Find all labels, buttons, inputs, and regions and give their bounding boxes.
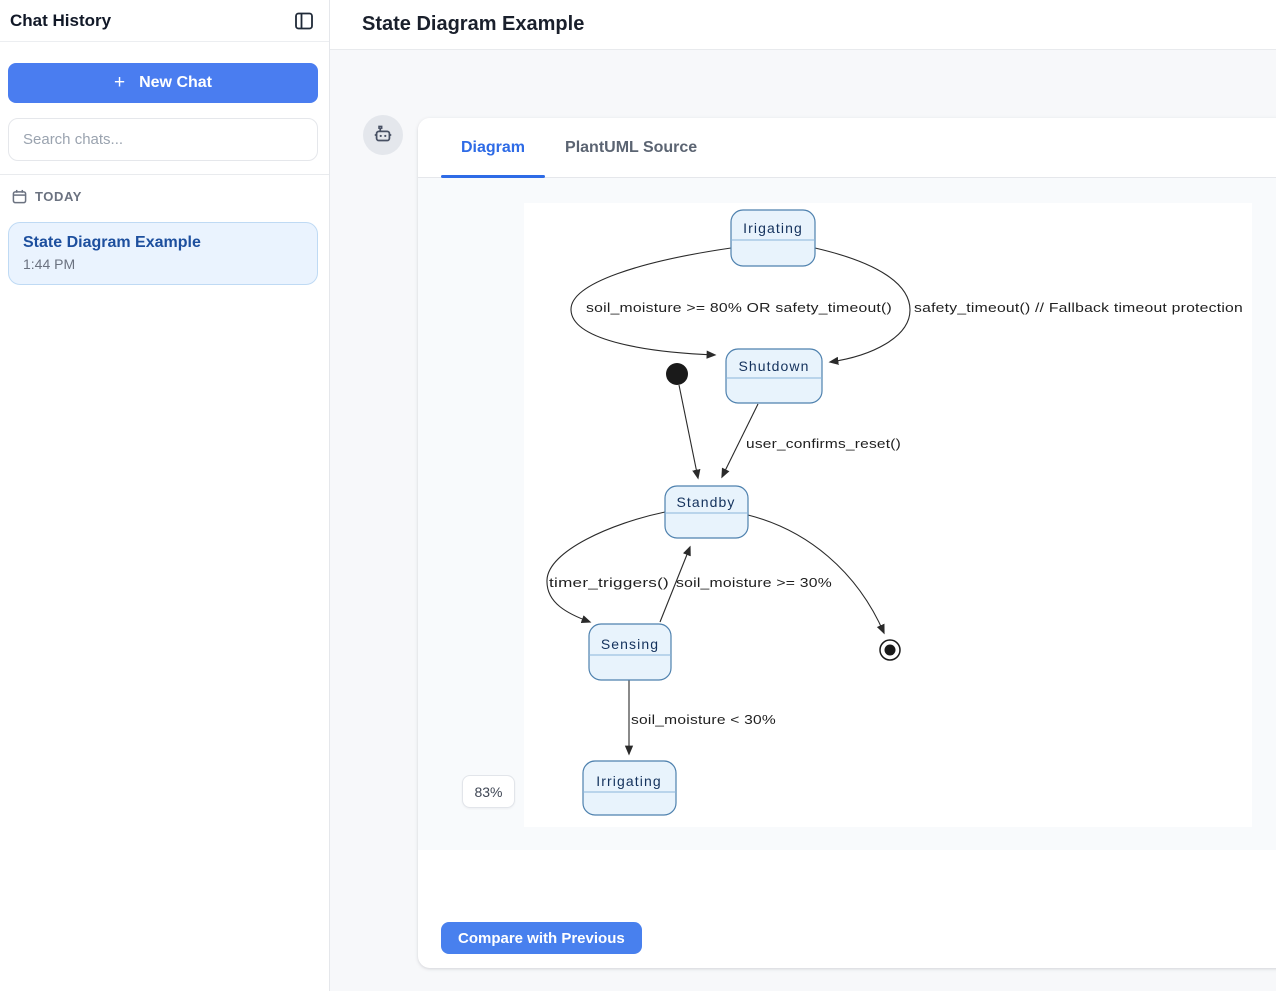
- diagram-message-card: Diagram PlantUML Source: [418, 118, 1276, 968]
- new-chat-button[interactable]: + New Chat: [8, 63, 318, 103]
- edge-label-timer-triggers: timer_triggers(): [549, 575, 669, 590]
- sidebar-header: Chat History: [0, 0, 329, 42]
- page-title: State Diagram Example: [362, 13, 584, 36]
- search-input[interactable]: [8, 118, 318, 161]
- state-diagram-canvas[interactable]: Irigating Shutdown: [524, 203, 1252, 827]
- state-shutdown: Shutdown: [726, 349, 822, 403]
- edge-label-moisture-ge30: soil_moisture >= 30%: [676, 575, 832, 590]
- edge-label-safety-timeout: safety_timeout() // Fallback timeout pro…: [914, 300, 1243, 315]
- tab-bar: Diagram PlantUML Source: [418, 118, 1276, 178]
- sidebar-divider: [0, 174, 329, 175]
- assistant-avatar: [363, 115, 403, 155]
- chat-list-item[interactable]: State Diagram Example 1:44 PM: [8, 222, 318, 285]
- plus-icon: +: [114, 72, 125, 94]
- state-label: Shutdown: [738, 358, 809, 374]
- chat-content-area: Diagram PlantUML Source: [330, 50, 1276, 991]
- today-section-header: TODAY: [12, 189, 329, 204]
- chat-item-title: State Diagram Example: [23, 234, 303, 252]
- state-sensing: Sensing: [589, 624, 671, 680]
- chat-history-sidebar: Chat History + New Chat TODAY: [0, 0, 330, 991]
- state-irigating-top: Irigating: [731, 210, 815, 266]
- calendar-icon: [12, 189, 27, 204]
- chat-item-time: 1:44 PM: [23, 256, 303, 272]
- edge-standby-sensing: [547, 512, 665, 622]
- edge-label-moisture-lt30: soil_moisture < 30%: [631, 712, 776, 727]
- state-label: Irigating: [743, 220, 803, 236]
- sidebar-collapse-button[interactable]: [291, 8, 317, 34]
- state-label: Sensing: [601, 636, 659, 652]
- main-header: State Diagram Example: [330, 0, 1276, 50]
- edge-initial-standby: [679, 385, 698, 478]
- state-label: Standby: [676, 494, 735, 510]
- initial-state-dot: [666, 363, 688, 385]
- tab-plantuml-source[interactable]: PlantUML Source: [545, 118, 717, 177]
- state-irrigating-bottom: Irrigating: [583, 761, 676, 815]
- robot-icon: [372, 124, 394, 146]
- edge-standby-final: [748, 515, 884, 633]
- edge-label-user-confirms: user_confirms_reset(): [746, 436, 901, 451]
- sidebar-title: Chat History: [10, 11, 111, 31]
- today-section-label: TODAY: [35, 189, 82, 204]
- main-area: State Diagram Example Diagram PlantUML S…: [330, 0, 1276, 991]
- diagram-viewer: Irigating Shutdown: [418, 178, 1276, 850]
- zoom-level-badge: 83%: [462, 775, 515, 808]
- final-state-node: [880, 640, 900, 660]
- state-standby: Standby: [665, 486, 748, 538]
- state-label: Irrigating: [596, 773, 661, 789]
- edge-label-moisture80: soil_moisture >= 80% OR safety_timeout(): [586, 300, 892, 315]
- new-chat-label: New Chat: [139, 74, 212, 92]
- panel-toggle-icon: [294, 11, 314, 31]
- tab-diagram[interactable]: Diagram: [441, 118, 545, 177]
- state-diagram-svg: Irigating Shutdown: [524, 203, 1252, 827]
- compare-with-previous-button[interactable]: Compare with Previous: [441, 922, 642, 954]
